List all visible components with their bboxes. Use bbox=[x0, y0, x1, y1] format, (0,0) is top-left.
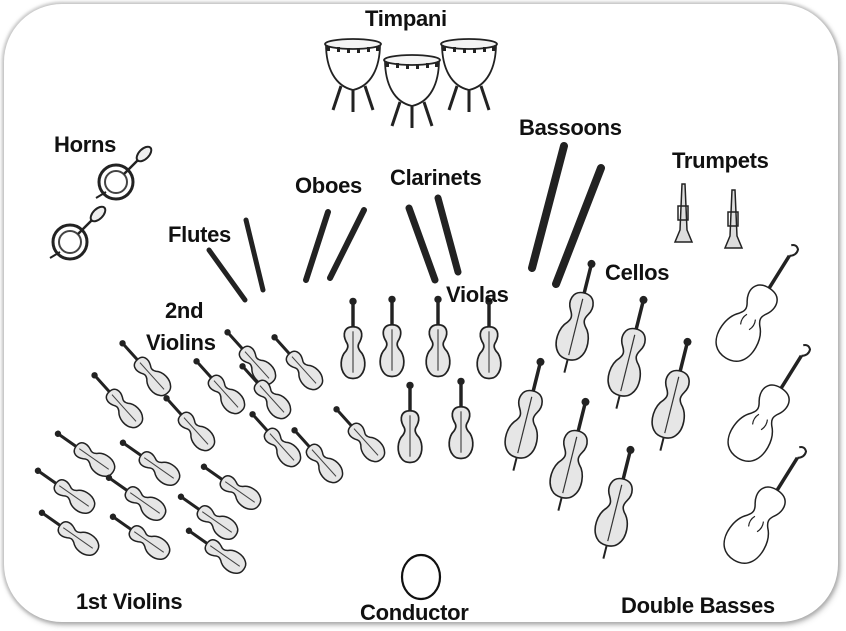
violin-icon bbox=[33, 503, 102, 560]
trumpet-icon bbox=[675, 184, 692, 242]
violin-icon bbox=[157, 389, 219, 455]
violin-icon bbox=[265, 328, 327, 394]
double-bass-icon bbox=[717, 437, 821, 571]
first-violins-group bbox=[29, 424, 264, 578]
timpani-label: Timpani bbox=[365, 8, 447, 30]
conductor-label: Conductor bbox=[360, 602, 469, 622]
violin-icon bbox=[195, 457, 264, 514]
viola-icon bbox=[398, 382, 422, 463]
trumpets-label: Trumpets bbox=[672, 150, 769, 172]
clarinets-group bbox=[409, 198, 458, 280]
viola-icon bbox=[341, 298, 365, 379]
violin-icon bbox=[85, 366, 147, 432]
horns-label: Horns bbox=[54, 134, 116, 156]
violin-icon bbox=[187, 352, 249, 418]
viola-icon bbox=[380, 296, 404, 377]
clarinet-icon bbox=[409, 208, 435, 280]
cellos-group bbox=[498, 256, 703, 562]
cello-icon bbox=[543, 394, 601, 514]
first-violins-label: 1st Violins bbox=[76, 591, 182, 613]
violin-icon bbox=[114, 433, 183, 490]
timpani-group bbox=[325, 39, 497, 128]
orchestra-artwork bbox=[4, 4, 838, 622]
violin-icon bbox=[49, 424, 118, 481]
second-violins-label-line1: 2nd bbox=[165, 300, 203, 322]
orchestra-seating-diagram: Timpani Horns Flutes Oboes Clarinets Bas… bbox=[4, 4, 838, 622]
oboe-icon bbox=[306, 212, 328, 280]
cello-icon bbox=[645, 334, 703, 454]
flute-icon bbox=[209, 250, 245, 300]
cello-icon bbox=[588, 442, 646, 562]
oboes-label: Oboes bbox=[295, 175, 362, 197]
violin-icon bbox=[218, 323, 280, 389]
horns-group bbox=[50, 144, 154, 259]
timpani-drum bbox=[325, 39, 381, 112]
oboes-group bbox=[306, 210, 364, 280]
violas-label: Violas bbox=[446, 284, 509, 306]
conductor-podium bbox=[402, 555, 440, 599]
trumpet-icon bbox=[725, 190, 742, 248]
viola-icon bbox=[449, 378, 473, 459]
timpani-drum bbox=[441, 39, 497, 112]
cellos-label: Cellos bbox=[605, 262, 669, 284]
double-bass-icon bbox=[709, 235, 813, 369]
flutes-label: Flutes bbox=[168, 224, 231, 246]
clarinet-icon bbox=[438, 198, 458, 272]
bassoon-icon bbox=[532, 146, 564, 268]
flute-icon bbox=[246, 220, 263, 290]
viola-icon bbox=[477, 298, 501, 379]
viola-icon bbox=[426, 296, 450, 377]
bassoons-label: Bassoons bbox=[519, 117, 622, 139]
violin-icon bbox=[327, 400, 389, 466]
trumpets-group bbox=[675, 184, 742, 248]
second-violins-label-line2: Violins bbox=[146, 332, 216, 354]
double-basses-group bbox=[709, 235, 825, 571]
oboe-icon bbox=[330, 210, 364, 278]
violin-icon bbox=[172, 487, 241, 544]
second-violins-group bbox=[85, 323, 389, 487]
horn-icon bbox=[50, 204, 108, 259]
double-basses-label: Double Basses bbox=[621, 595, 775, 617]
cello-icon bbox=[601, 292, 659, 412]
violin-icon bbox=[29, 461, 98, 518]
clarinets-label: Clarinets bbox=[390, 167, 481, 189]
cello-icon bbox=[498, 354, 556, 474]
timpani-drum bbox=[384, 55, 440, 128]
